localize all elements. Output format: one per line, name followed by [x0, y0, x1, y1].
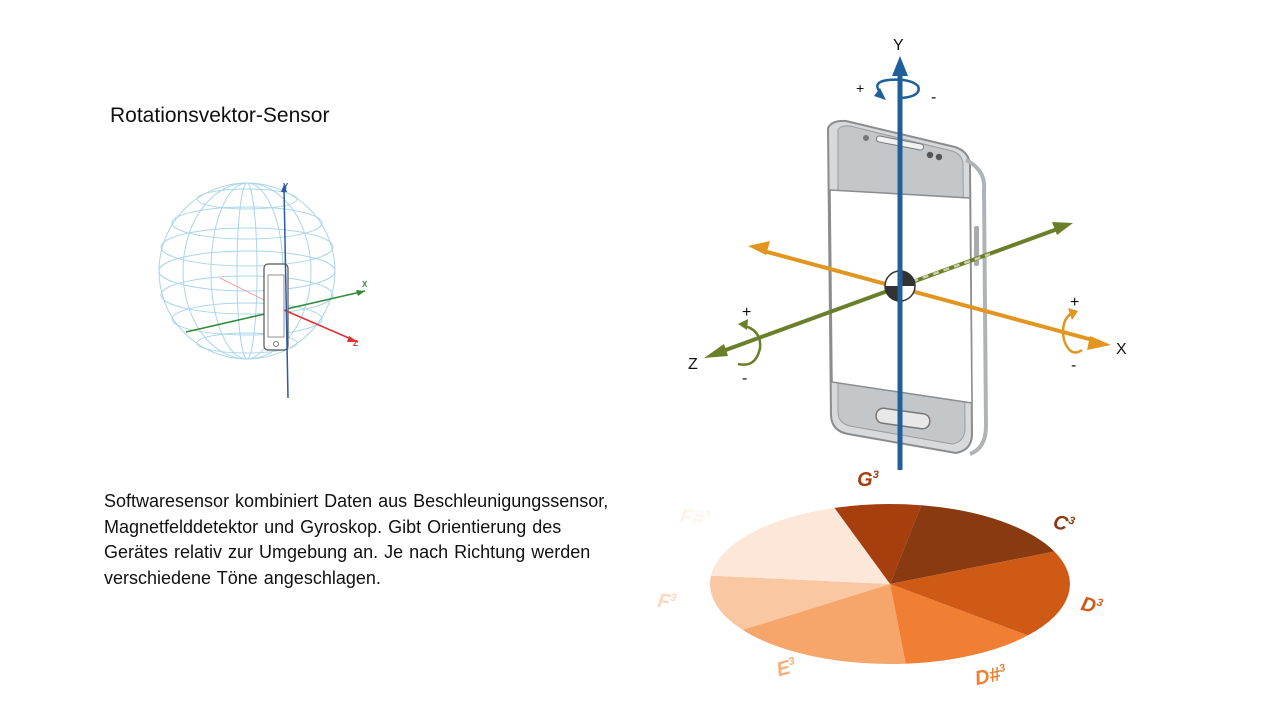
sphere-x-arrowhead [356, 290, 365, 296]
tone-label-f: F3 [656, 590, 677, 614]
z-axis-hidden-segment [901, 252, 991, 287]
z-rotation-arrowhead [738, 319, 748, 330]
tone-label-d-sharp: D#3 [973, 662, 1009, 690]
sphere-x-label: X [362, 280, 368, 289]
x-axis-arrowhead-neg [748, 241, 770, 255]
tone-slice-d-sharp [890, 584, 1028, 664]
sphere-ref-line [219, 277, 271, 304]
x-axis-line [759, 248, 1101, 344]
sphere-phone-icon [263, 263, 289, 351]
phone-diagram: Z + - X + - Y + - [688, 37, 1127, 470]
slide-title: Rotationsvektor-Sensor [110, 104, 330, 127]
wireframe-sphere [158, 182, 336, 360]
sphere-y-arrowhead [281, 184, 287, 192]
tone-label-c: C3 [1051, 511, 1076, 537]
x-plus-sign: + [1070, 294, 1079, 311]
tone-slice-e [742, 584, 906, 665]
x-axis-arrowhead-pos [1087, 336, 1111, 350]
z-minus-sign: - [742, 370, 747, 387]
tone-slice-f [710, 575, 890, 630]
tone-wheel-slices [710, 503, 1070, 665]
sphere-z-axis [283, 309, 359, 343]
tone-label-e: E3 [774, 655, 798, 681]
x-minus-sign: - [1071, 357, 1076, 374]
sphere-y-axis [283, 187, 289, 399]
sphere-z-arrowhead [347, 336, 358, 342]
z-axis-label: Z [688, 356, 698, 373]
x-rotation-arrow [1061, 310, 1083, 354]
tone-slice-c [890, 505, 1055, 584]
z-axis-arrowhead-neg [704, 344, 728, 358]
sphere-y-label: Y [283, 182, 289, 191]
sphere-diagram: X Z Y [158, 182, 368, 399]
tone-slice-d [890, 551, 1070, 636]
tone-label-d: D3 [1079, 593, 1104, 619]
x-axis-label: X [1116, 341, 1127, 358]
description-text: Softwaresensor kombiniert Daten aus Besc… [104, 491, 609, 588]
tone-slice-f-sharp [711, 507, 890, 584]
y-rotation-arrow [876, 78, 920, 100]
tone-label-f-sharp: F#3 [679, 505, 711, 531]
y-minus-sign: - [931, 89, 936, 106]
z-rotation-arrow [737, 323, 762, 366]
tone-slice-g [834, 503, 922, 584]
y-axis-arrowhead [892, 56, 908, 76]
sphere-z-label: Z [353, 339, 358, 348]
y-plus-sign: + [856, 80, 864, 96]
z-plus-sign: + [742, 304, 751, 321]
x-rotation-arrowhead [1068, 308, 1078, 320]
y-axis-label: Y [893, 37, 904, 54]
y-rotation-arrowhead [874, 88, 886, 100]
z-axis-arrowhead-pos [1052, 222, 1073, 235]
